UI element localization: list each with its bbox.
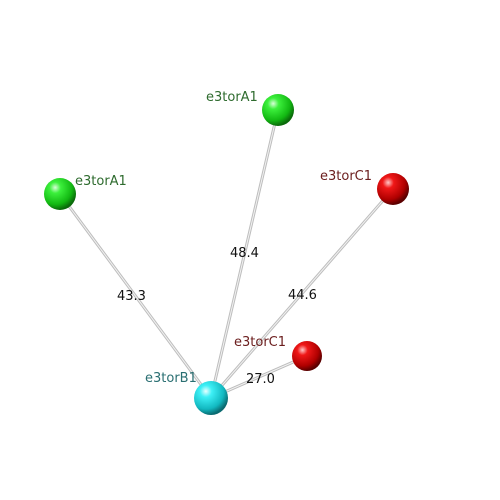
node-n1[interactable]: [262, 94, 294, 126]
edge-e1-label: 43.3: [117, 289, 146, 304]
edge-e2: [209, 109, 280, 399]
node-n4-label: e3torC1: [234, 335, 286, 350]
edge-e1: [58, 193, 213, 399]
node-n3[interactable]: [377, 173, 409, 205]
edge-e3: [209, 188, 395, 399]
edge-e3-label: 44.6: [288, 288, 317, 303]
node-n2[interactable]: [44, 178, 76, 210]
node-n4[interactable]: [292, 341, 322, 371]
edge-e4: [210, 354, 308, 400]
node-n5[interactable]: [194, 381, 228, 415]
edge-e4-label: 27.0: [246, 372, 275, 387]
node-n2-label: e3torA1: [75, 174, 127, 189]
edge-e2-label: 48.4: [230, 246, 259, 261]
node-n3-label: e3torC1: [320, 169, 372, 184]
node-n5-label: e3torB1: [145, 371, 197, 386]
node-n1-label: e3torA1: [206, 90, 258, 105]
